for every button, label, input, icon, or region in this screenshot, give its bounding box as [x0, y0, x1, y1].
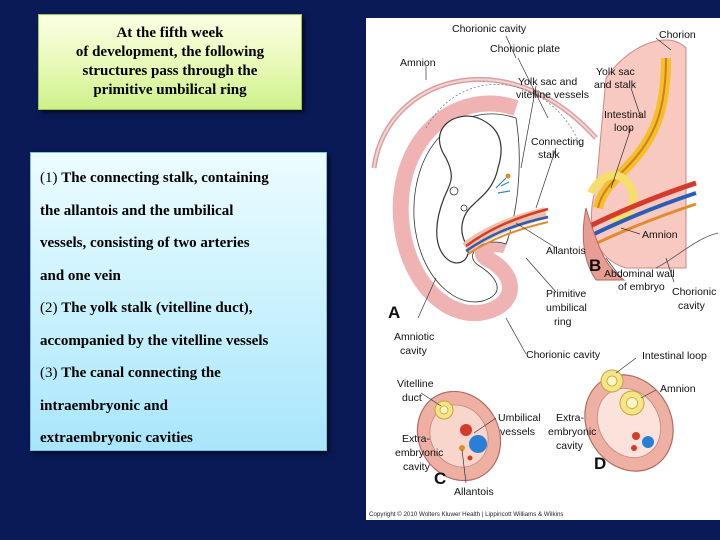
item-text: The connecting stalk, containing	[61, 170, 269, 186]
umbilical-ring-figure: A B C D Chorionic cavity Chorionic plate…	[366, 18, 720, 520]
panel-d-drawing	[584, 369, 674, 472]
label-allantois: Allantois	[454, 486, 494, 498]
item-text: accompanied by the vitelline vessels	[40, 332, 269, 349]
label-connecting-stalk: stalk	[538, 149, 560, 161]
item-text: The yolk stalk (vitelline duct),	[61, 300, 253, 316]
item-text: the allantois and the umbilical	[40, 202, 234, 219]
label-connecting-stalk: Connecting	[531, 136, 584, 148]
panel-label-a: A	[388, 303, 400, 322]
label-abdominal-wall: of embryo	[618, 281, 665, 293]
slide-title-box: At the fifth week of development, the fo…	[38, 14, 302, 110]
label-umbilical-vessels: Umbilical	[498, 412, 541, 424]
item-text: vessels, consisting of two arteries	[40, 235, 250, 251]
label-extraembryonic-cavity: embryonic	[548, 426, 596, 438]
panel-c-drawing	[416, 390, 502, 482]
label-umbilical-vessels: vessels	[500, 426, 535, 438]
label-chorionic-cavity: Chorionic	[672, 286, 716, 298]
label-primitive-umbilical-ring: Primitive	[546, 288, 586, 300]
list-line: (1) The connecting stalk, containing	[40, 162, 320, 195]
label-amnion: Amnion	[660, 383, 696, 395]
figure-copyright: Copyright © 2010 Wolters Kluwer Health |…	[369, 511, 564, 518]
structures-list-box: (1) The connecting stalk, containing the…	[30, 152, 327, 451]
title-line: primitive umbilical ring	[93, 82, 247, 98]
panel-label-d: D	[594, 454, 606, 473]
list-line: the allantois and the umbilical	[40, 195, 320, 228]
label-yolk-sac-stalk: Yolk sac	[596, 66, 635, 78]
label-chorionic-cavity: cavity	[678, 300, 706, 312]
list-line: vessels, consisting of two arteries	[40, 227, 320, 260]
label-extraembryonic-cavity: Extra-	[556, 412, 585, 424]
label-primitive-umbilical-ring: ring	[554, 316, 572, 328]
label-chorionic-cavity: Chorionic cavity	[452, 23, 527, 35]
label-yolk-sac-stalk: and stalk	[594, 79, 637, 91]
label-vitelline-duct: Vitelline	[397, 378, 434, 390]
list-line: accompanied by the vitelline vessels	[40, 325, 320, 358]
label-chorionic-plate: Chorionic plate	[490, 43, 560, 55]
label-chorion: Chorion	[659, 29, 696, 41]
title-line: of development, the following	[75, 44, 265, 60]
label-amniotic-cavity: cavity	[400, 345, 428, 357]
label-yolk-sac: Yolk sac and	[518, 76, 577, 88]
panel-label-b: B	[589, 256, 601, 275]
item-number: (3)	[40, 365, 62, 381]
label-extraembryonic-cavity: cavity	[403, 461, 431, 473]
panel-a-drawing	[371, 76, 598, 321]
item-number: (1)	[40, 170, 62, 186]
list-line: extraembryonic cavities	[40, 422, 320, 455]
label-vitelline-duct: duct	[402, 392, 422, 404]
label-abdominal-wall: Abdominal wall	[604, 268, 675, 280]
label-extraembryonic-cavity: embryonic	[395, 447, 443, 459]
label-allantois: Allantois	[546, 245, 586, 257]
item-text: extraembryonic cavities	[40, 430, 193, 446]
leader-lines	[417, 35, 675, 484]
label-intestinal-loop: Intestinal	[604, 109, 646, 121]
label-primitive-umbilical-ring: umbilical	[546, 302, 587, 314]
label-amnion: Amnion	[642, 229, 678, 241]
label-extraembryonic-cavity: Extra-	[402, 433, 431, 445]
label-intestinal-loop: loop	[614, 122, 634, 134]
panel-b-drawing	[582, 39, 719, 281]
figure-svg: A B C D Chorionic cavity Chorionic plate…	[369, 23, 719, 518]
label-vitelline-vessels: vitelline vessels	[516, 89, 589, 101]
item-text: intraembryonic and	[40, 397, 168, 414]
label-chorionic-cavity: Chorionic cavity	[526, 349, 601, 361]
list-line: (3) The canal connecting the	[40, 357, 320, 390]
item-text: The canal connecting the	[61, 365, 221, 381]
list-line: and one vein	[40, 260, 320, 293]
title-line: At the fifth week	[116, 25, 224, 41]
label-extraembryonic-cavity: cavity	[556, 440, 584, 452]
list-line: intraembryonic and	[40, 390, 320, 423]
label-intestinal-loop: Intestinal loop	[642, 350, 707, 362]
item-number: (2)	[40, 300, 62, 316]
list-line: (2) The yolk stalk (vitelline duct),	[40, 292, 320, 325]
panel-label-c: C	[434, 469, 446, 488]
label-amnion: Amnion	[400, 57, 436, 69]
title-line: structures pass through the	[82, 63, 258, 79]
label-amniotic-cavity: Amniotic	[394, 331, 434, 343]
item-text: and one vein	[40, 267, 121, 284]
